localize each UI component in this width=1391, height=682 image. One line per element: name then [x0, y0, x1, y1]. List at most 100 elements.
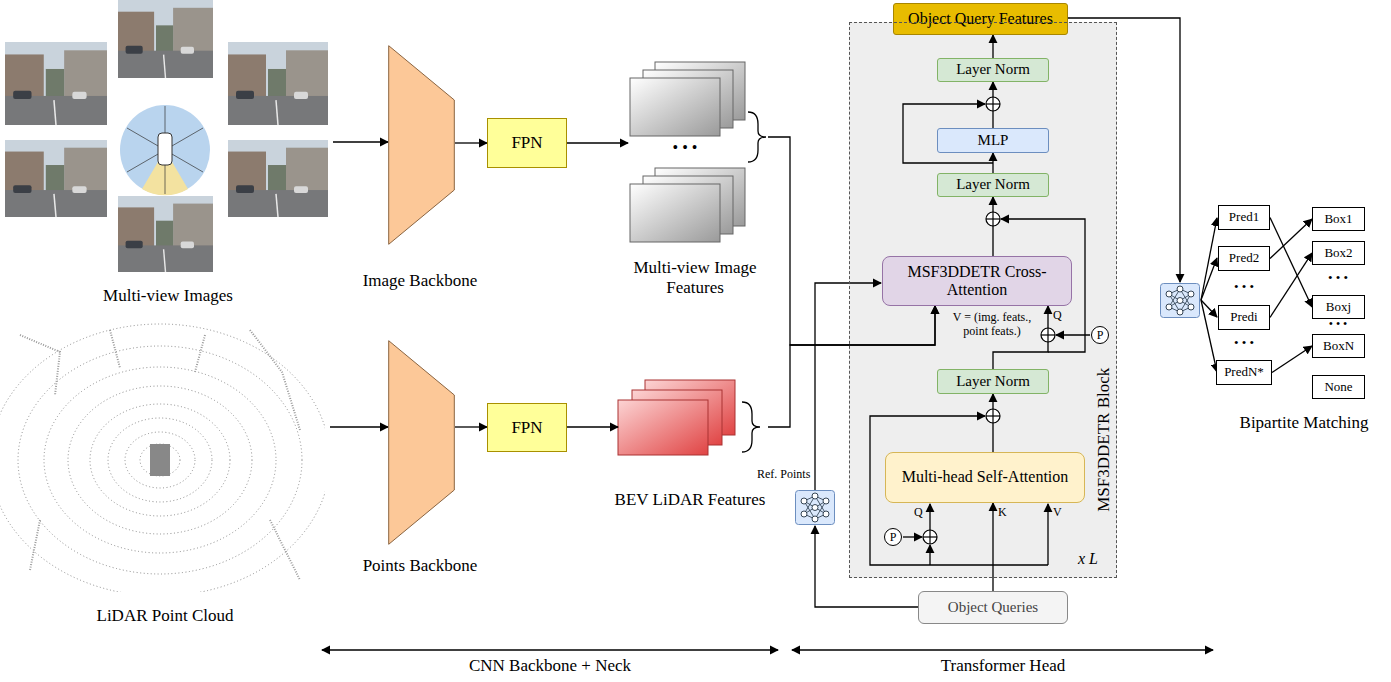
node-text: LiDAR Point Cloud — [97, 606, 234, 626]
feature-stack: BEV LiDAR Features — [610, 375, 770, 515]
image-feature-maps — [630, 62, 745, 242]
node-text: BoxN — [1323, 339, 1354, 354]
node-text: PredN* — [1224, 365, 1264, 380]
ground-truth-box: Box2 — [1312, 241, 1365, 265]
block-ground — [849, 22, 1117, 578]
positional-encoding-circle: P — [1091, 326, 1109, 344]
connector — [1272, 346, 1312, 373]
ref-points-label: Ref. Points — [757, 468, 810, 482]
trapezoid-outline — [388, 340, 455, 545]
braces — [742, 112, 766, 452]
lidar-panel: LiDAR Point Cloud — [0, 320, 330, 632]
mlp-box: MLP — [937, 128, 1049, 153]
node-text: Multi-head Self-Attention — [902, 468, 1069, 486]
cross-attention-box: MSF3DDETR Cross-Attention — [882, 256, 1072, 306]
node-text: MSF3DDETR Cross-Attention — [902, 263, 1052, 300]
node-text: Points Backbone — [363, 556, 478, 576]
positional-encoding-circle: P — [884, 528, 902, 546]
object-query-features-box: Object Query Features — [893, 3, 1068, 35]
port-label: V — [1053, 506, 1062, 520]
repeat-label: x L — [1078, 550, 1098, 568]
node-text: FPN — [511, 133, 542, 153]
layer-norm-box: Layer Norm — [937, 369, 1049, 394]
feature-anchor — [628, 62, 768, 252]
lidar-feature-maps — [618, 380, 735, 455]
node-text: Multi-view Images — [103, 286, 233, 306]
layer-norm-box: Layer Norm — [937, 58, 1049, 82]
node-text: Layer Norm — [956, 176, 1030, 193]
section-label: Bipartite Matching — [1240, 413, 1369, 433]
connector — [333, 141, 388, 142]
ellipsis: • • • — [1328, 271, 1348, 286]
port-label: Q — [1053, 309, 1062, 323]
ellipsis: • • • — [1329, 318, 1348, 332]
node-text: Object Query Features — [908, 10, 1053, 28]
node-text: BEV LiDAR Features — [615, 490, 766, 510]
node-text: P — [1097, 329, 1104, 341]
trapezoid-outline — [389, 46, 455, 245]
residual-wires — [322, 18, 1217, 650]
prediction-box: Predi — [1218, 305, 1270, 330]
connector — [768, 137, 935, 345]
connector — [330, 426, 388, 427]
ground-truth-box: Box1 — [1312, 207, 1365, 231]
node-text: Pred2 — [1229, 251, 1259, 266]
self-attention-box: Multi-head Self-Attention — [885, 452, 1085, 503]
ground-truth-box: Boxj — [1312, 295, 1365, 319]
value-note: V = (img. feats., point feats.) — [942, 311, 1042, 339]
node-text: Image Backbone — [363, 271, 478, 291]
trapezoid-outline — [389, 341, 455, 545]
fpn-box: FPN — [487, 403, 567, 452]
prediction-box: PredN* — [1216, 360, 1272, 385]
backbone-trapezoid: Image Backbone — [355, 45, 485, 300]
node-text: Box2 — [1324, 246, 1352, 261]
node-text: Predi — [1230, 310, 1257, 325]
node-text: Layer Norm — [956, 373, 1030, 390]
ellipsis: • • • — [1234, 336, 1254, 351]
trapezoid-outline — [388, 45, 455, 245]
layer-norm-box: Layer Norm — [937, 173, 1049, 197]
connector — [992, 35, 993, 58]
connector — [567, 142, 628, 143]
connector — [1270, 253, 1312, 318]
ground-truth-box: None — [1312, 375, 1365, 399]
node-text: P — [890, 531, 897, 543]
lidar-vehicle — [150, 444, 170, 476]
ellipsis: • • • — [673, 139, 698, 157]
transformer-block: MSF3DDETR BlockLayer NormMLPLayer NormMS… — [849, 22, 1117, 578]
node-text: None — [1324, 380, 1352, 395]
prediction-box: Pred2 — [1218, 246, 1270, 271]
connector — [768, 306, 935, 427]
node-text: MSF3DDETR Block — [1094, 368, 1114, 512]
connector — [1270, 219, 1312, 259]
feature-stack: Multi-view Image Features — [620, 60, 770, 310]
prediction-box: Pred1 — [1218, 205, 1270, 230]
camera-images — [5, 0, 328, 272]
lidar-point-cloud — [0, 324, 325, 592]
object-queries-box: Object Queries — [918, 591, 1068, 624]
port-label: K — [998, 506, 1007, 520]
node-text: Boxj — [1326, 300, 1351, 315]
ellipsis: • • • — [1234, 280, 1254, 295]
node-text: Multi-view Image Features — [625, 258, 765, 297]
mlp-icons — [796, 284, 1200, 525]
connector — [455, 142, 487, 143]
node-text: Pred1 — [1229, 210, 1259, 225]
node-text: MLP — [978, 132, 1009, 149]
connector — [455, 426, 487, 427]
feature-anchor — [618, 378, 768, 458]
node-text: Box1 — [1324, 212, 1352, 227]
ground-truth-box: BoxN — [1312, 334, 1365, 358]
camera-images-panel: Multi-view Images — [3, 0, 333, 312]
backbone-trapezoid: Points Backbone — [355, 340, 485, 585]
node-text: Object Queries — [948, 599, 1038, 616]
connector — [567, 426, 618, 427]
section-label: CNN Backbone + Neck — [469, 656, 631, 676]
section-label: Transformer Head — [941, 656, 1065, 676]
port-label: Q — [914, 506, 923, 520]
node-text: Layer Norm — [956, 61, 1030, 78]
